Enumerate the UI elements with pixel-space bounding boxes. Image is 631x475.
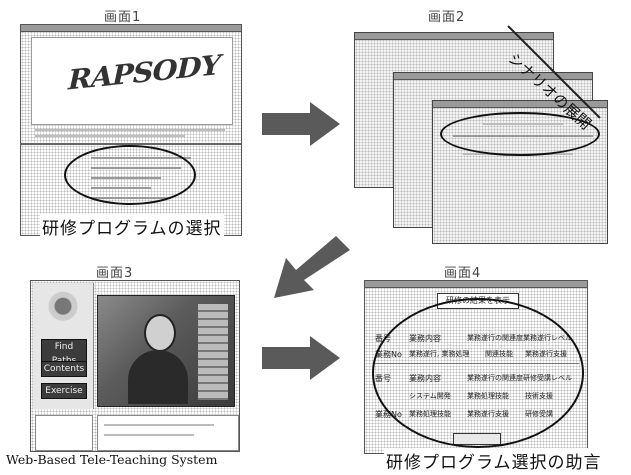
- screen3-window: Find Paths Contents Exercise: [30, 280, 240, 452]
- scenario-diagonal-line: [507, 25, 601, 119]
- web-based-label: Web-Based Tele-Teaching System: [6, 452, 218, 467]
- arrow-right-top: [262, 102, 340, 146]
- bookshelf: [198, 304, 228, 400]
- screen4-highlight-ellipse: [372, 298, 584, 448]
- exercise-button[interactable]: Exercise: [41, 383, 87, 399]
- lecturer-head: [144, 314, 176, 352]
- screen3-lower-right: [97, 415, 239, 451]
- screen1-caption-label: 研修プログラムの選択: [40, 214, 224, 239]
- screen2-titlebar: [394, 73, 592, 80]
- rapsody-logo: RAPSODY: [64, 48, 224, 97]
- screen3-caption: 画面3: [96, 266, 134, 281]
- screen1-divider: [21, 143, 241, 145]
- screen1-titlebar: [21, 25, 241, 32]
- screen3-text-line: [104, 424, 214, 426]
- screen3-lower-left: [35, 415, 93, 451]
- screen4-titlebar: [365, 281, 587, 288]
- screen1-text-line: [35, 135, 185, 137]
- screen1-caption: 画面1: [104, 10, 142, 25]
- screen2-highlight-ellipse: [440, 112, 600, 156]
- screen1-text-line: [35, 129, 225, 131]
- screen2-titlebar: [355, 33, 553, 40]
- screen2-caption: 画面2: [428, 10, 466, 25]
- lecturer-body: [128, 350, 188, 404]
- screen1-window: RAPSODY: [20, 24, 242, 236]
- people-icon: [43, 291, 83, 329]
- screen1-highlight-ellipse: [64, 145, 196, 205]
- screen1-content-panel: RAPSODY: [31, 37, 233, 125]
- screen4-caption-label: 研修プログラム選択の助言: [384, 448, 604, 473]
- screen4-caption: 画面4: [444, 266, 482, 281]
- screen3-sidebar: Find Paths Contents Exercise: [33, 283, 94, 409]
- screen2-titlebar: [433, 101, 607, 108]
- arrow-right-bottom: [262, 336, 340, 380]
- contents-button[interactable]: Contents: [41, 361, 87, 377]
- screen3-text-line: [104, 434, 194, 436]
- arrow-down-left: [274, 236, 350, 298]
- video-panel: [97, 295, 235, 407]
- table-cell: 業務No: [375, 410, 402, 419]
